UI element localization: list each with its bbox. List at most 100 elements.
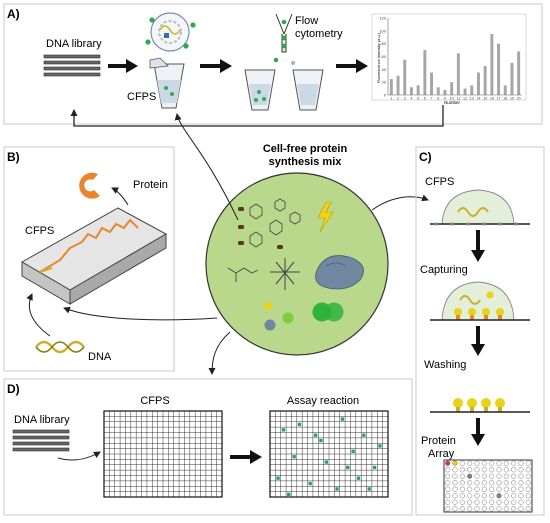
plate-well bbox=[525, 499, 531, 505]
arrow-icon bbox=[471, 250, 485, 262]
plate-well bbox=[503, 499, 509, 505]
plate-well bbox=[459, 467, 465, 473]
x-tick-label: 4 bbox=[410, 97, 412, 101]
positive-well bbox=[292, 455, 296, 459]
positive-well bbox=[362, 433, 366, 437]
plate-well bbox=[496, 486, 502, 492]
plate-well bbox=[496, 467, 502, 473]
plate-well bbox=[459, 460, 465, 466]
capturing-label: Capturing bbox=[420, 264, 468, 276]
plate-well bbox=[474, 493, 480, 499]
plate-well bbox=[445, 460, 451, 466]
panel-c-letter: C) bbox=[419, 150, 432, 164]
plate-well bbox=[474, 460, 480, 466]
plate-well bbox=[445, 480, 451, 486]
positive-well bbox=[324, 460, 328, 464]
protein-label: Protein bbox=[133, 179, 168, 191]
plate-well bbox=[525, 460, 531, 466]
plate-well bbox=[452, 493, 458, 499]
plate-well bbox=[459, 480, 465, 486]
plate-well bbox=[489, 506, 495, 512]
plate-well bbox=[481, 467, 487, 473]
droplet-icon bbox=[441, 189, 515, 225]
bar bbox=[476, 72, 480, 95]
surface-dots bbox=[434, 222, 518, 226]
plate-well bbox=[452, 506, 458, 512]
bar bbox=[456, 53, 460, 95]
plate-well bbox=[518, 467, 524, 473]
plate-well bbox=[489, 460, 495, 466]
positive-well bbox=[297, 422, 302, 427]
y-tick-label: 20 bbox=[382, 80, 387, 85]
cfps-mix: Cell-free protein synthesis mix bbox=[63, 113, 429, 375]
mix-to-b-arrow bbox=[63, 306, 218, 321]
x-tick-label: 2 bbox=[397, 97, 399, 101]
dna-library-icon bbox=[12, 429, 70, 452]
plate-well bbox=[481, 499, 487, 505]
plate-well bbox=[445, 467, 451, 473]
arrow-icon bbox=[250, 450, 262, 464]
plate-well bbox=[518, 506, 524, 512]
panel-a-frame bbox=[3, 3, 543, 125]
captured-proteins bbox=[454, 308, 504, 320]
plate-well bbox=[511, 473, 517, 479]
plate-well bbox=[474, 473, 480, 479]
x-tick-label: 3 bbox=[404, 97, 406, 101]
protein-icon bbox=[79, 172, 100, 199]
plate-well bbox=[459, 506, 465, 512]
microwell-plate-icon bbox=[443, 459, 533, 513]
panel-a: A) DNA library CFPS bbox=[3, 3, 543, 127]
test-tube-icon bbox=[292, 69, 324, 111]
ribosome-icon bbox=[315, 255, 364, 290]
panel-b: B) Protein CFPS DNA bbox=[3, 146, 175, 372]
plate-well bbox=[496, 473, 502, 479]
assay-reaction-label: Assay reaction bbox=[287, 395, 359, 407]
lightning-icon bbox=[317, 201, 334, 233]
protein-array-label-1: Protein bbox=[421, 435, 456, 447]
plate-well bbox=[503, 493, 509, 499]
bar bbox=[436, 87, 440, 95]
flow-nozzle-icon bbox=[273, 13, 295, 65]
bar bbox=[409, 87, 413, 95]
plate-well bbox=[481, 480, 487, 486]
feedback-arrow bbox=[70, 105, 444, 127]
panel-b-frame bbox=[3, 146, 175, 372]
positive-well bbox=[340, 417, 345, 421]
plate-well bbox=[474, 506, 480, 512]
plate-well bbox=[445, 499, 451, 505]
plate-well bbox=[511, 493, 517, 499]
y-tick-label: 0 bbox=[384, 93, 387, 98]
cfps-b-label: CFPS bbox=[25, 225, 54, 237]
plate-well bbox=[525, 493, 531, 499]
plate-well bbox=[511, 460, 517, 466]
mix-to-c-arrow bbox=[371, 194, 429, 211]
plate-well bbox=[489, 486, 495, 492]
plate-well bbox=[496, 460, 502, 466]
plate-well bbox=[496, 506, 502, 512]
y-tick-label: 100 bbox=[379, 28, 386, 33]
microwell-grid-icon bbox=[269, 410, 389, 498]
plate-well bbox=[445, 506, 451, 512]
bar bbox=[470, 85, 474, 95]
plate-well bbox=[525, 467, 531, 473]
plate-well bbox=[511, 486, 517, 492]
bar bbox=[450, 82, 454, 95]
positive-well bbox=[281, 428, 286, 432]
bar bbox=[443, 89, 447, 95]
cfps-d-label: CFPS bbox=[140, 395, 169, 407]
bar bbox=[403, 59, 407, 95]
plate-well bbox=[467, 480, 473, 486]
cfps-a-label: CFPS bbox=[127, 91, 156, 103]
washed-proteins bbox=[453, 398, 505, 412]
plate-well bbox=[496, 499, 502, 505]
washing-label: Washing bbox=[424, 359, 466, 371]
bar bbox=[423, 50, 427, 95]
plate-well bbox=[467, 460, 473, 466]
plate-well bbox=[496, 480, 502, 486]
dna-library-label: DNA library bbox=[46, 38, 102, 50]
x-tick-label: 1 bbox=[390, 97, 392, 101]
emulsion-bead-icon bbox=[145, 12, 196, 52]
positive-well bbox=[351, 449, 355, 453]
x-tick-label: 12 bbox=[463, 97, 467, 101]
